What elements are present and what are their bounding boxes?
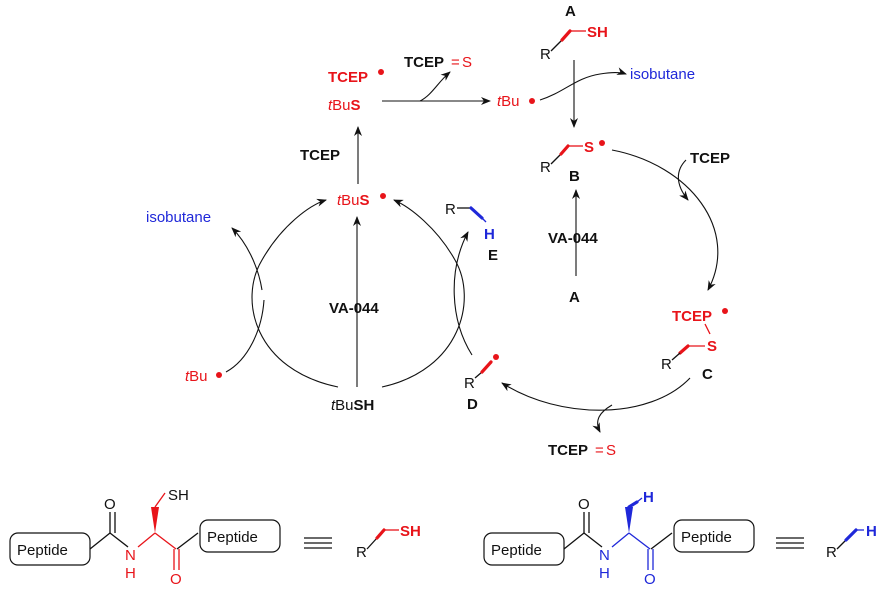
svg-text:S: S	[707, 338, 717, 355]
svg-text:TCEP: TCEP	[672, 308, 712, 325]
arrow-TCEP-in	[677, 159, 689, 201]
tBu-radical-left: tBu	[185, 368, 222, 385]
peptide-box-right-1	[199, 519, 281, 553]
svg-text:S: S	[606, 442, 616, 459]
label-A-bottom: A	[569, 289, 580, 306]
atom-R: R	[540, 46, 551, 63]
equivalence-1	[304, 537, 332, 549]
arrow-D-to-E	[453, 231, 473, 356]
arrow-tBu-left	[225, 299, 265, 373]
svg-text:SH: SH	[168, 487, 189, 504]
svg-text:TCEP: TCEP	[404, 54, 444, 71]
svg-text:Peptide: Peptide	[17, 542, 68, 559]
tBuS-radical-center: tBuS	[337, 192, 386, 209]
compound-C: TCEP S R C	[661, 308, 728, 383]
simplified-thiol: R SH	[356, 523, 421, 561]
label-D: D	[467, 396, 478, 413]
svg-text:TCEP: TCEP	[328, 69, 368, 86]
svg-text:R: R	[540, 159, 551, 176]
arrow-TCEP-S-out	[592, 404, 613, 433]
svg-text:Peptide: Peptide	[491, 542, 542, 559]
peptide-alanine: Peptide O N H H O Peptide	[483, 489, 755, 588]
svg-text:O: O	[170, 571, 182, 588]
label-B: B	[569, 168, 580, 185]
svg-text:S: S	[584, 139, 594, 156]
simplified-alkane: R H	[826, 523, 877, 561]
arrow-to-isobutane-top	[539, 67, 627, 101]
arrow-C-to-D	[501, 377, 691, 411]
isobutane-left: isobutane	[146, 209, 211, 226]
svg-text:R: R	[661, 356, 672, 373]
isobutane-top: isobutane	[630, 66, 695, 83]
svg-text:O: O	[104, 496, 116, 513]
compound-B: R S B	[540, 139, 605, 185]
svg-text:=: =	[595, 442, 604, 459]
svg-text:S: S	[462, 54, 472, 71]
tBu-radical-top-text: tBu	[497, 93, 520, 110]
tBuSH: tBuSH	[331, 397, 374, 414]
atom-SH: SH	[587, 24, 608, 41]
svg-text:H: H	[484, 226, 495, 243]
label-VA044-right: VA-044	[548, 230, 598, 247]
svg-text:=: =	[451, 54, 460, 71]
svg-text:tBuS: tBuS	[337, 192, 370, 209]
svg-text:R: R	[464, 375, 475, 392]
tBu-radical-top: tBu	[497, 93, 535, 110]
svg-text:R: R	[826, 544, 837, 561]
svg-text:N: N	[125, 547, 136, 564]
svg-text:H: H	[125, 565, 136, 582]
compound-D: R D	[464, 354, 499, 413]
arrow-B-to-C	[611, 149, 719, 291]
svg-text:SH: SH	[400, 523, 421, 540]
svg-text:tBuS: tBuS	[328, 97, 361, 114]
svg-text:H: H	[866, 523, 877, 540]
compound-A-top: A R SH	[540, 3, 608, 63]
peptide-box-right-2	[673, 519, 755, 553]
equivalence-2	[776, 537, 804, 549]
TCEP-S-bottom: TCEP = S	[548, 442, 616, 459]
svg-text:tBuSH: tBuSH	[331, 397, 374, 414]
svg-text:TCEP: TCEP	[548, 442, 588, 459]
arrow-left-arc	[251, 198, 339, 388]
svg-text:R: R	[445, 201, 456, 218]
label-C: C	[702, 366, 713, 383]
TCEP-tBuS-adduct: TCEP tBuS	[328, 69, 384, 114]
arrow-TCEP-S-out-top	[419, 71, 451, 102]
label-E: E	[488, 247, 498, 264]
svg-text:O: O	[578, 496, 590, 513]
arrow-to-isobutane-left	[231, 227, 263, 291]
peptide-cysteine: Peptide O N H SH O Peptide	[9, 487, 281, 588]
svg-text:H: H	[599, 565, 610, 582]
label-VA044-center: VA-044	[329, 300, 379, 317]
svg-text:R: R	[356, 544, 367, 561]
TCEP-enter-left: TCEP	[300, 147, 340, 164]
label-A-top: A	[565, 3, 576, 20]
svg-text:H: H	[643, 489, 654, 506]
arrow-right-arc	[381, 199, 465, 388]
svg-text:Peptide: Peptide	[207, 529, 258, 546]
TCEP-S-top: TCEP = S	[404, 54, 472, 71]
svg-text:tBu: tBu	[185, 368, 208, 385]
TCEP-enter-right: TCEP	[690, 150, 730, 167]
svg-text:Peptide: Peptide	[681, 529, 732, 546]
svg-text:O: O	[644, 571, 656, 588]
compound-E: R H E	[445, 201, 498, 264]
svg-text:N: N	[599, 547, 610, 564]
